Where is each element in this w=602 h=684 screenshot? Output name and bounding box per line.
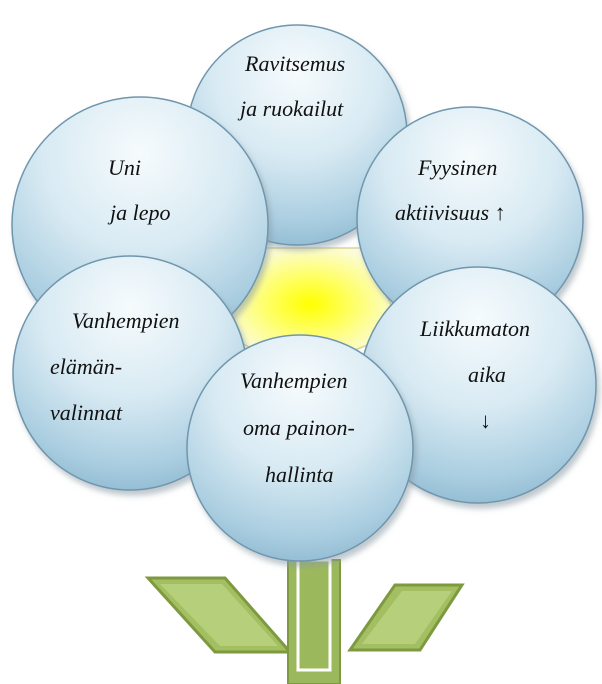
petal-upper-left-line-1: Uni [108,157,141,179]
petal-top-line-2: ja ruokailut [240,98,343,120]
petal-lower-right-line-2: aika [468,364,506,386]
petal-center-line-1: Vanhempien [240,370,348,392]
petal-center-line-3: hallinta [265,464,333,486]
petal-center-line-2: oma painon- [243,417,355,439]
petal-upper-right-line-1: Fyysinen [418,157,497,179]
petal-lower-right-line-3: ↓ [480,410,491,432]
petal-lower-left-line-2: elämän- [50,356,122,378]
petal-upper-left-line-2: ja lepo [110,202,171,224]
petal-top-line-1: Ravitsemus [245,53,345,75]
petal-lower-left-line-1: Vanhempien [72,310,180,332]
stem-group [148,560,462,684]
left-leaf-inner [160,584,278,646]
petal-lower-left-line-3: valinnat [50,402,122,424]
stem [288,560,340,684]
petal-upper-right-line-2: aktiivisuus ↑ [395,202,506,224]
petal-lower-right-line-1: Liikkumaton [420,318,530,340]
